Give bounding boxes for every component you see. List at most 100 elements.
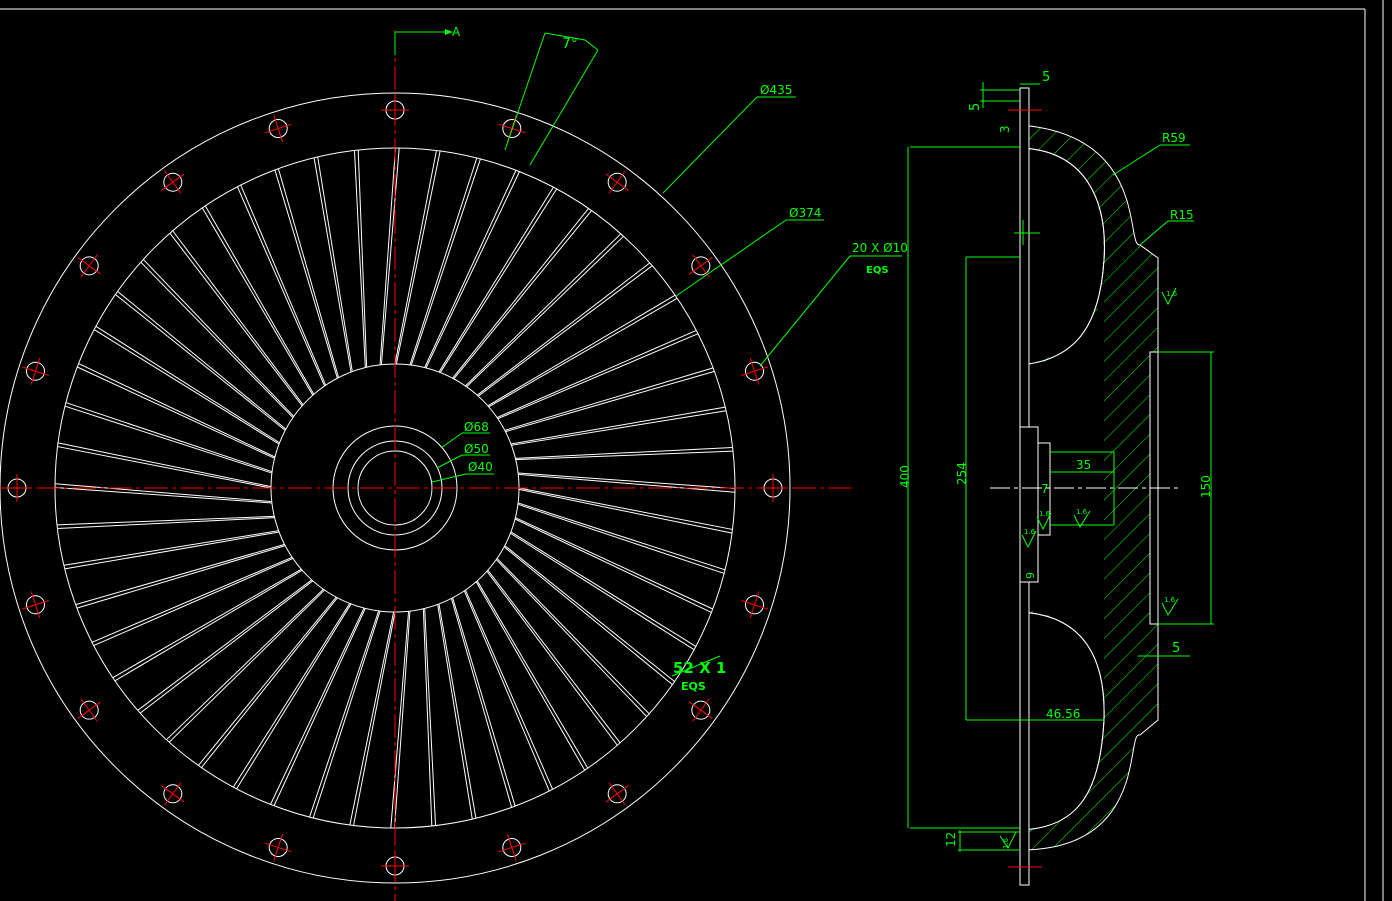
bolt-hole-centerline	[605, 173, 629, 191]
blade-line	[510, 406, 726, 445]
bolt-hole	[607, 172, 627, 192]
blade-line	[505, 370, 715, 433]
blade-line	[54, 487, 272, 504]
blade-line	[65, 402, 273, 473]
blade-line	[422, 608, 433, 827]
blade-line	[452, 208, 589, 379]
blade-line	[477, 265, 653, 397]
blade-line	[317, 156, 353, 372]
bolt-hole-centerline	[692, 698, 710, 722]
dim-400: 400	[898, 465, 912, 488]
blade-line	[486, 570, 618, 746]
bolt-hole-centerline	[80, 698, 98, 722]
blade-line	[497, 333, 699, 420]
dim-12: 12	[944, 832, 958, 847]
blade-line	[201, 207, 314, 396]
blade-line	[137, 579, 313, 711]
blade-group	[54, 147, 736, 829]
blade-line	[465, 233, 622, 387]
bolt-hole-centerline	[30, 591, 41, 619]
hub-dia-label: Ø68	[464, 420, 489, 434]
blade-line	[93, 557, 294, 647]
blade-line	[236, 603, 352, 790]
hub-step	[1037, 442, 1051, 536]
blade-line	[517, 503, 725, 574]
blade-line	[93, 329, 280, 445]
dim-9: 9	[1024, 572, 1037, 579]
blade-line	[64, 531, 280, 570]
blade-line	[518, 472, 736, 489]
blade-line	[496, 558, 650, 715]
bolt-count-label: 20 X Ø10	[852, 241, 908, 255]
blade-line	[476, 580, 589, 769]
roughness-symbol: 1.6	[1161, 287, 1178, 306]
blade-line	[487, 569, 621, 744]
blade-line	[487, 294, 676, 407]
bolt-hole	[26, 595, 46, 615]
bolt-hole	[26, 361, 46, 381]
blade-line	[515, 517, 713, 610]
bore-inner-label: Ø40	[468, 460, 493, 474]
blade-line	[313, 157, 352, 373]
bolt-hole-centerline	[692, 254, 710, 278]
blade-count-leader: 52 X 1 EQS	[671, 655, 726, 693]
bore-outer-label: Ø50	[464, 442, 489, 456]
blade-line	[139, 580, 314, 714]
blade-line	[515, 446, 733, 459]
blade-line	[515, 450, 734, 461]
blade-line	[503, 546, 673, 685]
bolt-hole-centerline	[749, 357, 760, 385]
blade-line	[353, 150, 366, 368]
blade-line	[57, 517, 275, 530]
radius-15-label: R15	[1170, 208, 1194, 222]
blade-line	[54, 483, 272, 503]
blade-line	[168, 589, 325, 743]
blade-line	[78, 363, 276, 458]
bolt-hole	[744, 361, 764, 381]
blade-line	[439, 188, 558, 373]
blade-line	[514, 518, 712, 613]
blade-line	[495, 559, 648, 717]
bolt-hole-centerline	[161, 173, 185, 191]
bolt-hole-centerline	[498, 842, 526, 853]
svg-text:1.6: 1.6	[1076, 508, 1088, 516]
blade-line	[424, 608, 437, 826]
blade-line	[510, 532, 695, 651]
blade-line	[114, 569, 303, 682]
bolt-hole-centerline	[264, 842, 292, 853]
blade-line	[488, 297, 678, 408]
blade-count-label: 52 X 1	[673, 659, 726, 677]
blade-line	[466, 235, 624, 388]
blade-line	[510, 531, 697, 647]
blade-line	[353, 611, 396, 826]
hub-recess	[1019, 426, 1039, 583]
side-view: 5 5 3 R59 R15 400 254 150 35	[898, 70, 1214, 886]
dim-top-3: 3	[998, 125, 1012, 133]
blade-line	[504, 367, 714, 431]
blade-line	[142, 259, 295, 417]
blade-line	[64, 405, 273, 474]
blade-line	[453, 210, 592, 380]
blade-line	[438, 603, 477, 819]
angle-dimension: 7°	[504, 32, 599, 166]
blade-line	[309, 610, 380, 818]
bolt-hole	[163, 172, 183, 192]
outer-dia-leader: Ø435	[662, 83, 796, 194]
front-view: A 7° Ø435 Ø374 20 X Ø10 EQS	[0, 25, 908, 901]
roughness-symbol: 1.6	[1021, 528, 1037, 549]
blade-line	[236, 186, 326, 387]
bolt-hole	[79, 700, 99, 720]
bolt-hole	[691, 700, 711, 720]
blade-line	[240, 184, 327, 386]
blade-line	[395, 150, 441, 365]
blade-line	[57, 442, 272, 488]
blade-line	[169, 232, 303, 407]
bolt-hole-centerline	[30, 357, 41, 385]
blade-line	[112, 568, 302, 679]
blade-line	[379, 147, 396, 365]
bolt-hole	[268, 119, 288, 139]
blade-line	[312, 610, 381, 819]
blade-line	[425, 171, 520, 369]
